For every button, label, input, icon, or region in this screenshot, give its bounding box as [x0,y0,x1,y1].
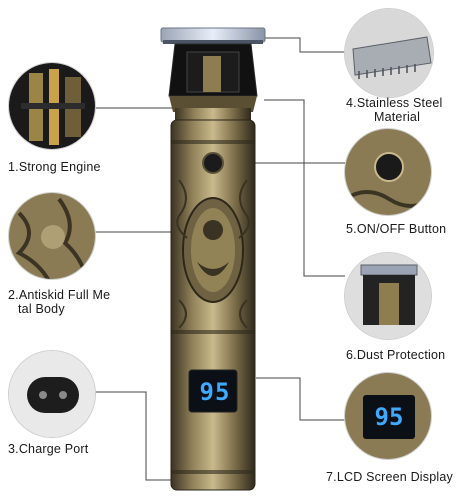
label-on-off-button: 5.ON/OFF Button [346,222,447,236]
power-button-icon [202,152,224,174]
label-charge-port: 3.Charge Port [8,442,89,456]
label-stainless-steel-line1: 4.Stainless Steel [346,96,443,110]
trimmer-body-image [160,27,266,491]
lcd-window [188,369,238,413]
detail-circle-dust-protection [344,252,432,340]
connector-dust-protection [264,99,345,277]
detail-lcd-readout: 95 [374,403,404,431]
on-off-button-icon [374,152,404,182]
detail-circle-antiskid-body [8,192,96,280]
label-dust-protection: 6.Dust Protection [346,348,446,362]
label-stainless-steel-line2: Material [374,110,421,124]
connector-lcd-display [256,377,345,421]
detail-circle-stainless-steel [344,8,434,98]
detail-circle-lcd-display: 95 [344,372,432,460]
label-antiskid-body-line2: tal Body [18,302,65,316]
detail-circle-strong-engine [8,62,96,150]
connector-stainless-steel [238,37,345,53]
label-lcd-display: 7.LCD Screen Display [326,470,453,484]
detail-circle-on-off-button [344,128,432,216]
label-antiskid-body-line1: 2.Antiskid Full Me [8,288,111,302]
body-lcd-readout: 95 [199,378,231,406]
label-strong-engine: 1.Strong Engine [8,160,101,174]
charge-port-icon [27,377,79,413]
detail-circle-charge-port [8,350,96,438]
trimmer-blade [160,27,266,43]
